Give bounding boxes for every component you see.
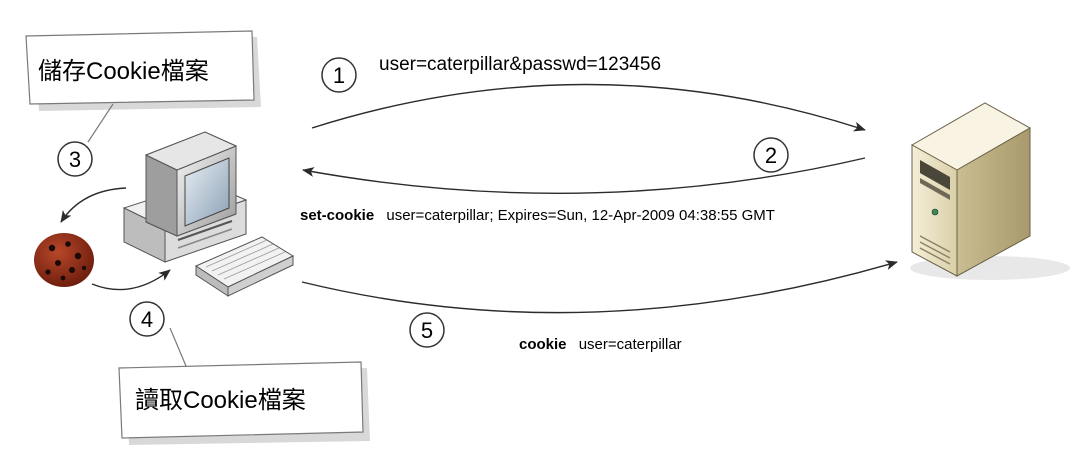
save-callout: 儲存Cookie檔案 (25, 30, 261, 143)
svg-text:2: 2 (765, 143, 777, 168)
save-callout-label: 儲存Cookie檔案 (38, 58, 209, 85)
step-2-marker: 2 (753, 137, 789, 173)
svg-text:3: 3 (69, 147, 81, 172)
store-cookie-arrow (60, 187, 127, 223)
request-arrow (311, 83, 866, 132)
cookie-icon (34, 233, 94, 287)
set-cookie-arrow (302, 157, 866, 194)
svg-text:1: 1 (333, 63, 345, 88)
set-cookie-message: set-cookie user=caterpillar; Expires=Sun… (300, 207, 775, 224)
cookie-value: user=caterpillar (579, 336, 682, 353)
cookie-message: cookie user=caterpillar (519, 336, 682, 353)
svg-text:5: 5 (421, 318, 433, 343)
set-cookie-keyword: set-cookie (300, 207, 374, 224)
read-cookie-arrow (91, 269, 171, 291)
cookie-request-arrow (301, 260, 898, 314)
set-cookie-value: user=caterpillar; Expires=Sun, 12-Apr-20… (386, 207, 775, 224)
svg-text:4: 4 (141, 307, 153, 332)
read-callout: 讀取Cookie檔案 (118, 327, 370, 445)
step-3-marker: 3 (57, 141, 93, 177)
step-4-marker: 4 (129, 301, 165, 337)
step-1-marker: 1 (321, 57, 357, 93)
cookie-keyword: cookie (519, 336, 567, 353)
server-tower-icon (910, 102, 1070, 280)
save-callout-box (25, 30, 255, 105)
request-message: user=caterpillar&passwd=123456 (379, 54, 661, 75)
desktop-computer-icon (122, 131, 295, 297)
step-5-marker: 5 (409, 312, 445, 348)
read-callout-box (118, 361, 364, 439)
read-callout-label: 讀取Cookie檔案 (135, 387, 306, 414)
